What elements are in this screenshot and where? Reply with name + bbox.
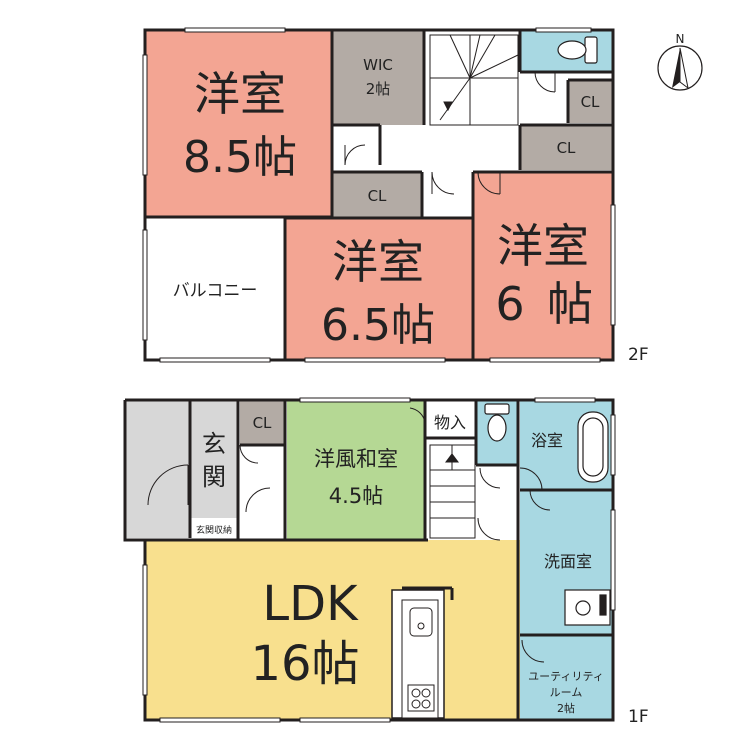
room-cl-b	[520, 125, 613, 170]
room-genkan-storage	[190, 518, 238, 538]
room-name-cl-b: CL	[557, 139, 576, 157]
room-unit-western-6: 帖	[547, 277, 593, 331]
room-genkan	[190, 400, 238, 518]
doors-2f	[344, 71, 556, 195]
room-name-genkan-1: 玄	[202, 430, 226, 458]
room-name-western-65: 洋室	[332, 235, 424, 289]
room-name-balcony: バルコニー	[173, 281, 258, 301]
room-size-japanese: 4.5帖	[329, 484, 383, 508]
kitchen-counter	[391, 586, 454, 719]
room-cl-c	[332, 172, 422, 218]
room-western-6	[473, 172, 613, 360]
windows-2f	[142, 27, 616, 363]
room-size-wic: 2帖	[366, 80, 391, 98]
floor-1f: 玄 関 玄関収納 CL 洋風和室 4.5帖 物入 浴室 洗面室 LDK 16帖 …	[123, 397, 649, 727]
room-ldk	[145, 540, 520, 720]
room-name-cl-a: CL	[581, 93, 600, 111]
room-size-western-85: 8.5帖	[183, 132, 297, 183]
room-name-bath: 浴室	[531, 431, 563, 450]
toilet-icon	[484, 403, 510, 442]
room-name-western-6: 洋室	[497, 219, 589, 273]
room-japanese	[287, 400, 425, 540]
room-size-western-6: 6	[495, 277, 524, 331]
room-name-cl-c: CL	[368, 187, 387, 205]
room-name-japanese: 洋風和室	[314, 447, 398, 471]
room-name-washroom: 洗面室	[544, 552, 592, 571]
room-cl-1f	[240, 400, 285, 445]
room-name-western-85: 洋室	[194, 67, 286, 121]
bathtub-icon	[577, 411, 609, 483]
stove-icon	[407, 684, 435, 712]
room-cl-a	[568, 80, 613, 123]
north-arrow-icon	[672, 48, 680, 88]
windows-1f	[142, 397, 616, 723]
room-size-ldk: 16帖	[250, 636, 359, 692]
washbasin-icon	[564, 589, 611, 626]
walls-1f	[123, 398, 615, 722]
stairs-1f	[429, 444, 476, 539]
toilet-icon	[557, 36, 598, 64]
room-name-genkan-2: 関	[202, 463, 226, 491]
floor-label-1f: 1F	[628, 707, 649, 727]
room-size-utility: 2帖	[557, 702, 575, 715]
room-utility	[520, 635, 613, 720]
room-name-ldk: LDK	[262, 576, 359, 632]
room-name-utility-1: ユーティリティ	[528, 670, 604, 683]
room-size-western-65: 6.5帖	[321, 300, 435, 351]
compass-north-label: N	[676, 32, 685, 46]
porch	[125, 400, 190, 538]
room-name-genkan-storage: 玄関収納	[196, 524, 232, 536]
room-western-65	[285, 218, 473, 360]
stairs-2f	[429, 34, 519, 126]
doors-1f	[147, 407, 551, 663]
room-western-85	[145, 30, 332, 217]
floor-label-2f: 2F	[628, 345, 649, 365]
room-name-wic: WIC	[363, 56, 393, 74]
room-wic	[332, 30, 424, 125]
compass: N	[657, 32, 703, 91]
sink-icon	[409, 607, 433, 637]
room-name-utility-2: ルーム	[550, 686, 583, 699]
floor-2f: 洋室 8.5帖 WIC 2帖 CL CL CL バルコニー 洋室 6.5帖 洋室…	[142, 27, 649, 365]
room-name-storage: 物入	[434, 413, 466, 432]
room-name-cl-1f: CL	[253, 414, 272, 432]
